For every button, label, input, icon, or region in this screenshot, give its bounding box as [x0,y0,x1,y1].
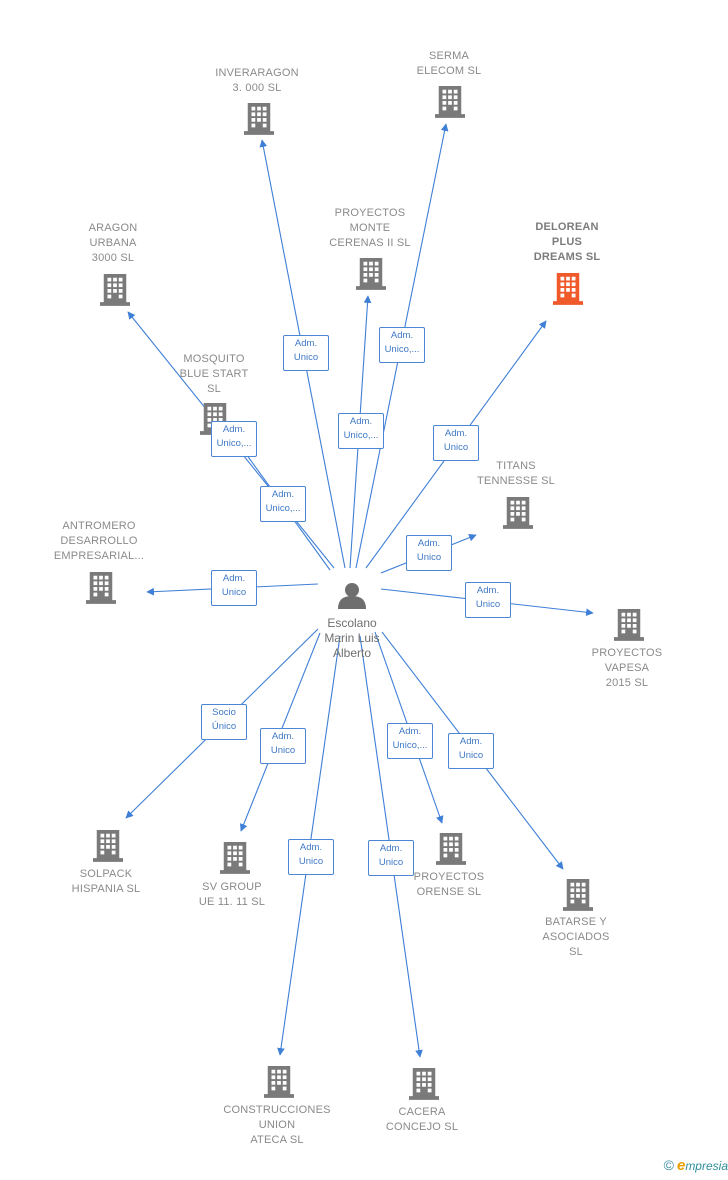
company-label-titans[interactable]: TITANS TENNESSE SL [476,460,555,487]
company-label-orense[interactable]: PROYECTOS ORENSE SL [413,871,485,898]
relation-badge-delorean[interactable]: Adm. Unico [433,425,479,461]
company-label-vapesa[interactable]: PROYECTOS VAPESA 2015 SL [591,647,663,689]
person-icon [338,583,366,609]
company-label-serma[interactable]: SERMA ELECOM SL [416,50,482,77]
brand-logo-e: e [676,1157,686,1174]
relation-badge-vapesa[interactable]: Adm. Unico [465,582,511,618]
building-icon[interactable] [264,1066,294,1098]
company-label-inveraragon[interactable]: INVERARAGON 3. 000 SL [215,67,299,94]
building-icon[interactable] [563,879,593,911]
footer-brand: ©empresia [664,1157,728,1174]
relation-badge-proyectos-monte[interactable]: Adm. Unico,... [338,413,384,449]
relation-badge-construcciones[interactable]: Adm. Unico [288,839,334,875]
building-icon[interactable] [356,258,386,290]
company-label-delorean[interactable]: DELOREAN PLUS DREAMS SL [533,221,601,263]
company-label-proyectos-monte[interactable]: PROYECTOS MONTE CERENAS II SL [329,207,411,249]
building-icon[interactable] [220,842,250,874]
building-icon[interactable] [435,86,465,118]
building-icon[interactable] [100,274,130,306]
building-icon[interactable] [86,572,116,604]
relation-badge-svgroup[interactable]: Adm. Unico [260,728,306,764]
company-label-construcciones[interactable]: CONSTRUCCIONES UNION ATECA SL [223,1104,331,1146]
company-label-solpack[interactable]: SOLPACK HISPANIA SL [71,868,141,895]
relation-badge-aragon-urbana[interactable]: Adm. Unico,... [211,421,257,457]
relation-badge-serma[interactable]: Adm. Unico,... [379,327,425,363]
building-icon[interactable] [93,830,123,862]
relation-badge-titans[interactable]: Adm. Unico [406,535,452,571]
building-icon[interactable] [503,497,533,529]
center-person-name[interactable]: Escolano Marin Luis Alberto [324,616,380,660]
building-icon[interactable] [614,609,644,641]
relation-badge-orense[interactable]: Adm. Unico,... [387,723,433,759]
copyright-icon: © [663,1157,674,1173]
company-label-batarse[interactable]: BATARSE Y ASOCIADOS SL [542,916,610,958]
building-icon[interactable] [553,273,583,305]
company-label-cacera[interactable]: CACERA CONCEJO SL [385,1106,459,1133]
company-label-mosquito[interactable]: MOSQUITO BLUE START SL [179,353,249,395]
building-icon[interactable] [244,103,274,135]
relation-badge-cacera[interactable]: Adm. Unico [368,840,414,876]
company-label-aragon-urbana[interactable]: ARAGON URBANA 3000 SL [88,222,138,264]
building-icon[interactable] [409,1068,439,1100]
relation-badge-batarse[interactable]: Adm. Unico [448,733,494,769]
company-label-antromero[interactable]: ANTROMERO DESARROLLO EMPRESARIAL... [53,520,145,562]
company-label-svgroup[interactable]: SV GROUP UE 11. 11 SL [198,881,266,908]
relation-badge-mosquito[interactable]: Adm. Unico,... [260,486,306,522]
relation-badge-inveraragon[interactable]: Adm. Unico [283,335,329,371]
building-icon[interactable] [436,833,466,865]
brand-logo-text: mpresia [685,1159,728,1173]
relation-badge-antromero[interactable]: Adm. Unico [211,570,257,606]
relation-badge-solpack[interactable]: Socio Único [201,704,247,740]
